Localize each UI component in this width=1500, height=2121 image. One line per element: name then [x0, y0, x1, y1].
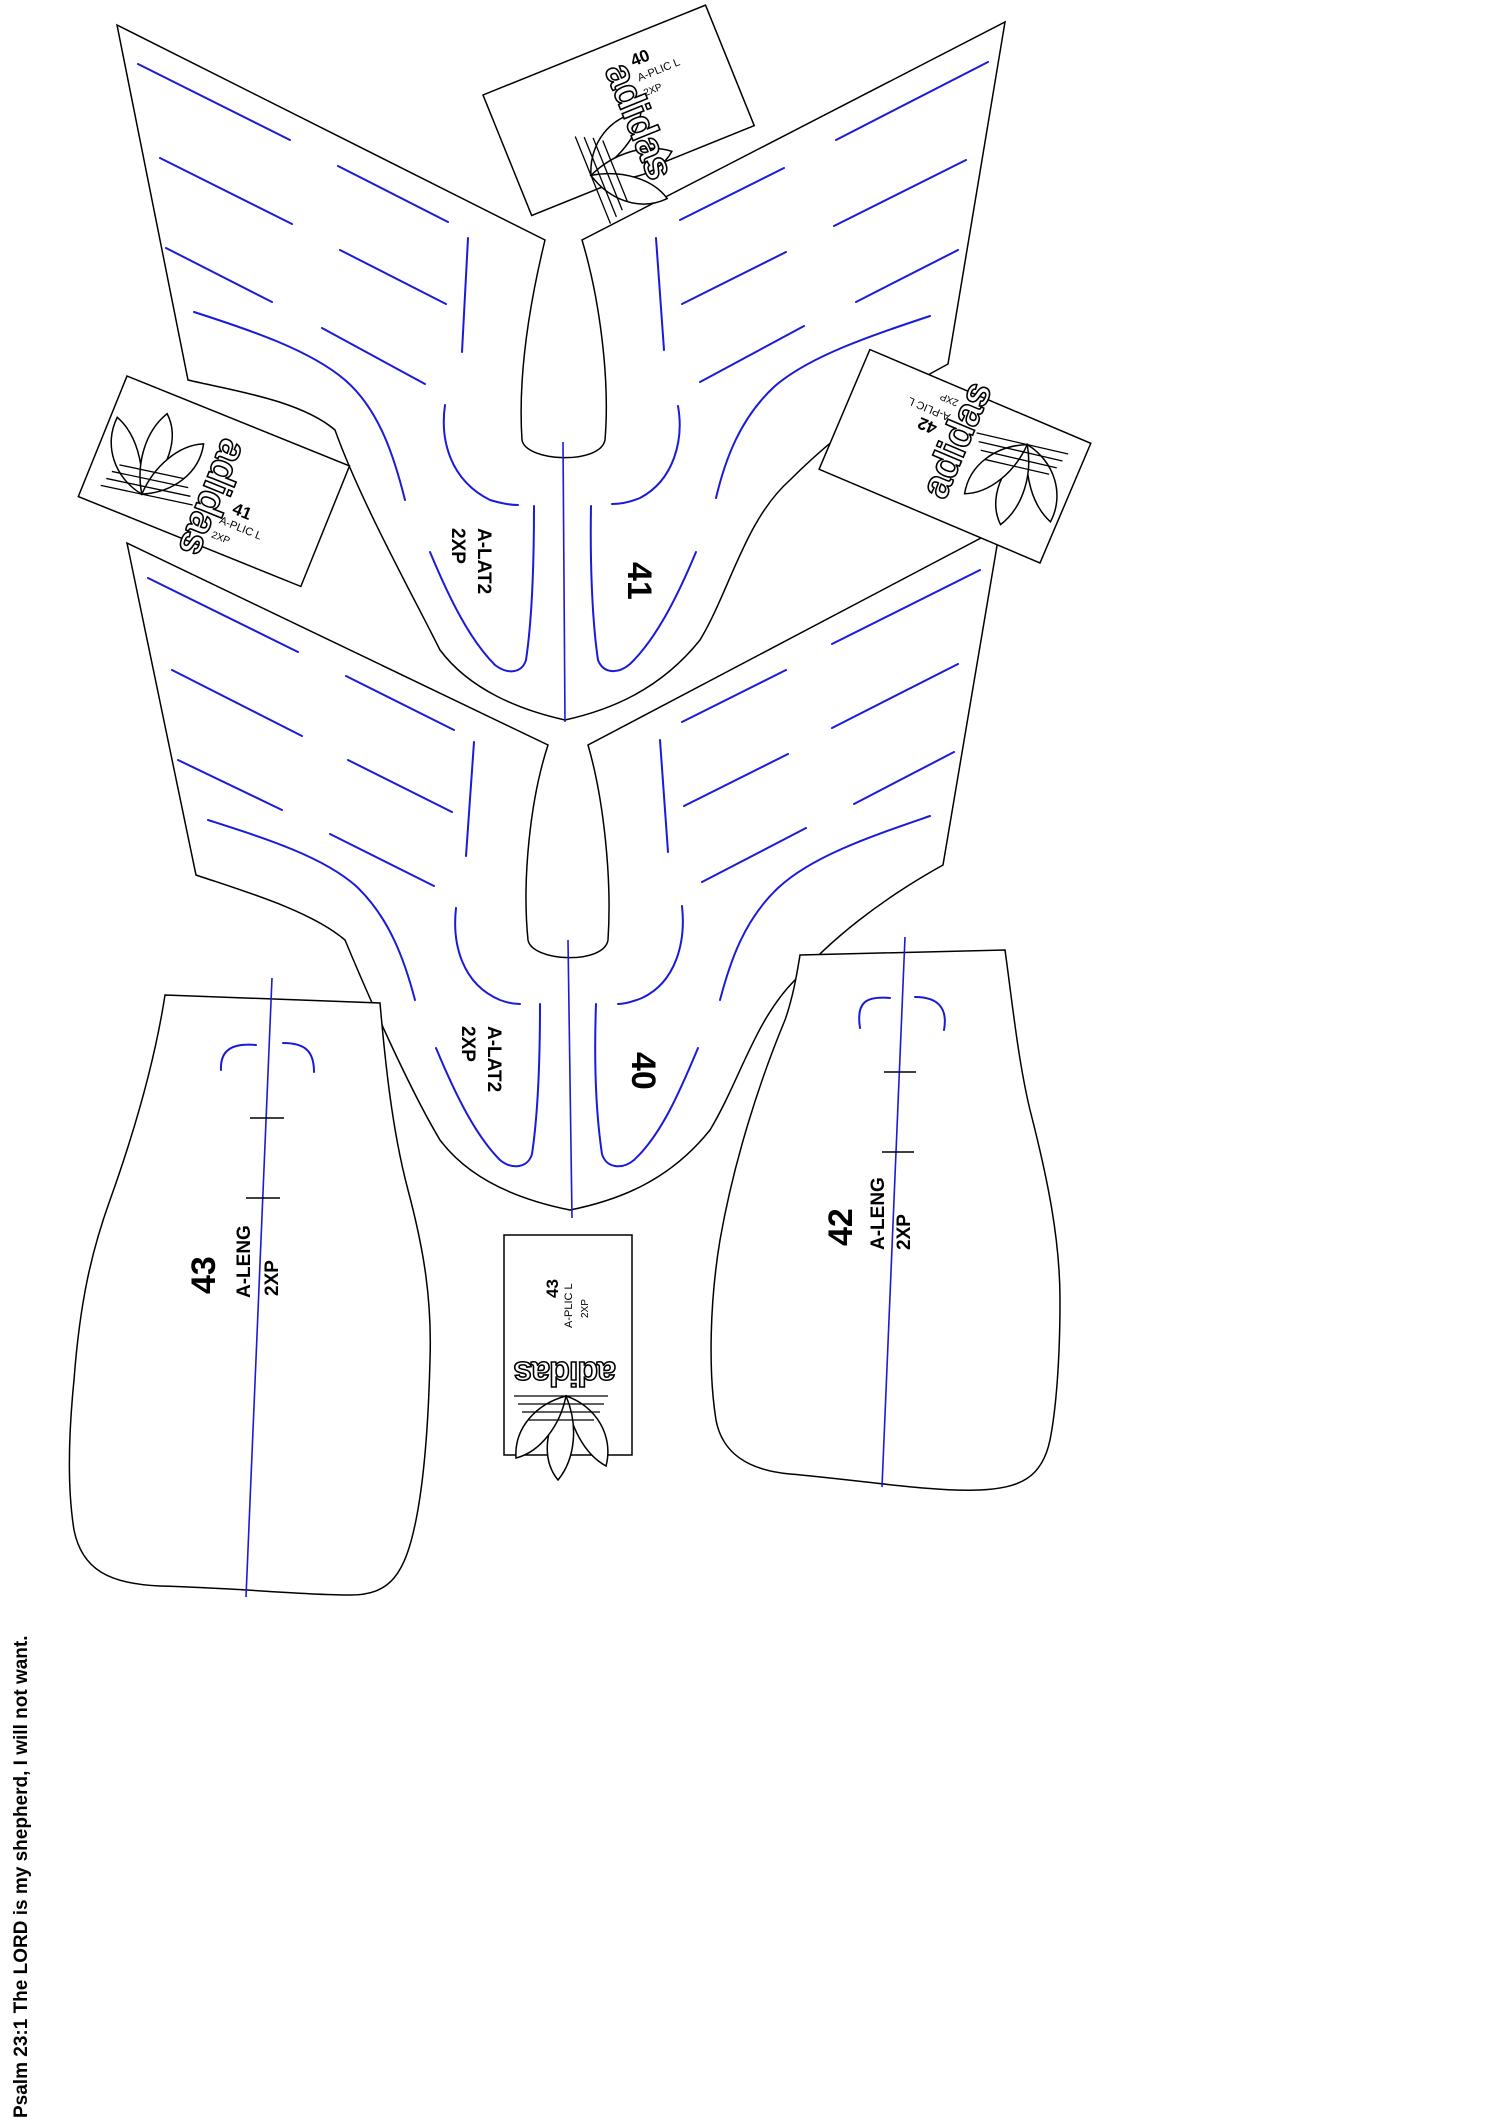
tongue-piece-43: 43 A-LENG 2XP	[68, 977, 432, 1598]
lateral-upper-stitching	[137, 61, 989, 673]
tongue-43-name: A-LENG	[234, 1225, 255, 1298]
logo-label-40: adidas 40 A-PLIC L 2XP	[482, 4, 756, 225]
lateral-upper-qty: 2XP	[447, 528, 468, 564]
lateral-lower-center-line	[567, 939, 573, 1219]
lateral-lower-name: A-LAT2	[483, 1026, 504, 1092]
tongue-43-qty: 2XP	[262, 1260, 283, 1296]
logo-label-43: adidas 43 A-PLIC L 2XP	[503, 1234, 633, 1481]
tongue-42-qty: 2XP	[894, 1214, 915, 1250]
tongue-piece-42-outline	[710, 949, 1061, 1491]
logo-label-43-qty: 2XP	[580, 1299, 591, 1318]
tongue-42-center-line	[881, 936, 906, 1488]
logo-label-42: adidas 42 A-PLIC L 2XP	[818, 348, 1092, 564]
lateral-piece-lower: A-LAT2 2XP 40	[125, 526, 1001, 1219]
lateral-lower-stitching	[147, 569, 981, 1168]
logo-label-43-name: A-PLIC L	[563, 1283, 575, 1328]
lateral-upper-center-line	[562, 441, 566, 723]
tongue-42-size: 42	[822, 1208, 860, 1246]
tongue-piece-43-outline	[68, 994, 432, 1596]
lateral-lower-size: 40	[624, 1052, 662, 1090]
logo-label-43-size: 43	[543, 1279, 562, 1298]
tongue-42-name: A-LENG	[868, 1177, 889, 1250]
lateral-lower-qty: 2XP	[457, 1026, 478, 1062]
lateral-piece-upper: A-LAT2 2XP 41	[115, 20, 1006, 723]
tongue-43-size: 43	[185, 1256, 223, 1294]
lateral-piece-lower-outline	[125, 526, 1001, 1211]
lateral-upper-name: A-LAT2	[473, 528, 494, 594]
scripture-footer: Psalm 23:1 The LORD is my shepherd, I wi…	[11, 1636, 32, 2119]
lateral-piece-upper-outline	[115, 20, 1006, 721]
tongue-43-center-line	[245, 977, 273, 1598]
tongue-piece-42: 42 A-LENG 2XP	[710, 936, 1061, 1491]
logo-label-42-outline	[818, 348, 1092, 564]
logo-label-41: adidas 41 A-PLIC L 2XP	[77, 375, 351, 588]
logo-label-41-outline	[77, 375, 351, 588]
logo-label-43-brand: adidas	[514, 1354, 616, 1392]
lateral-upper-size: 41	[620, 562, 658, 600]
